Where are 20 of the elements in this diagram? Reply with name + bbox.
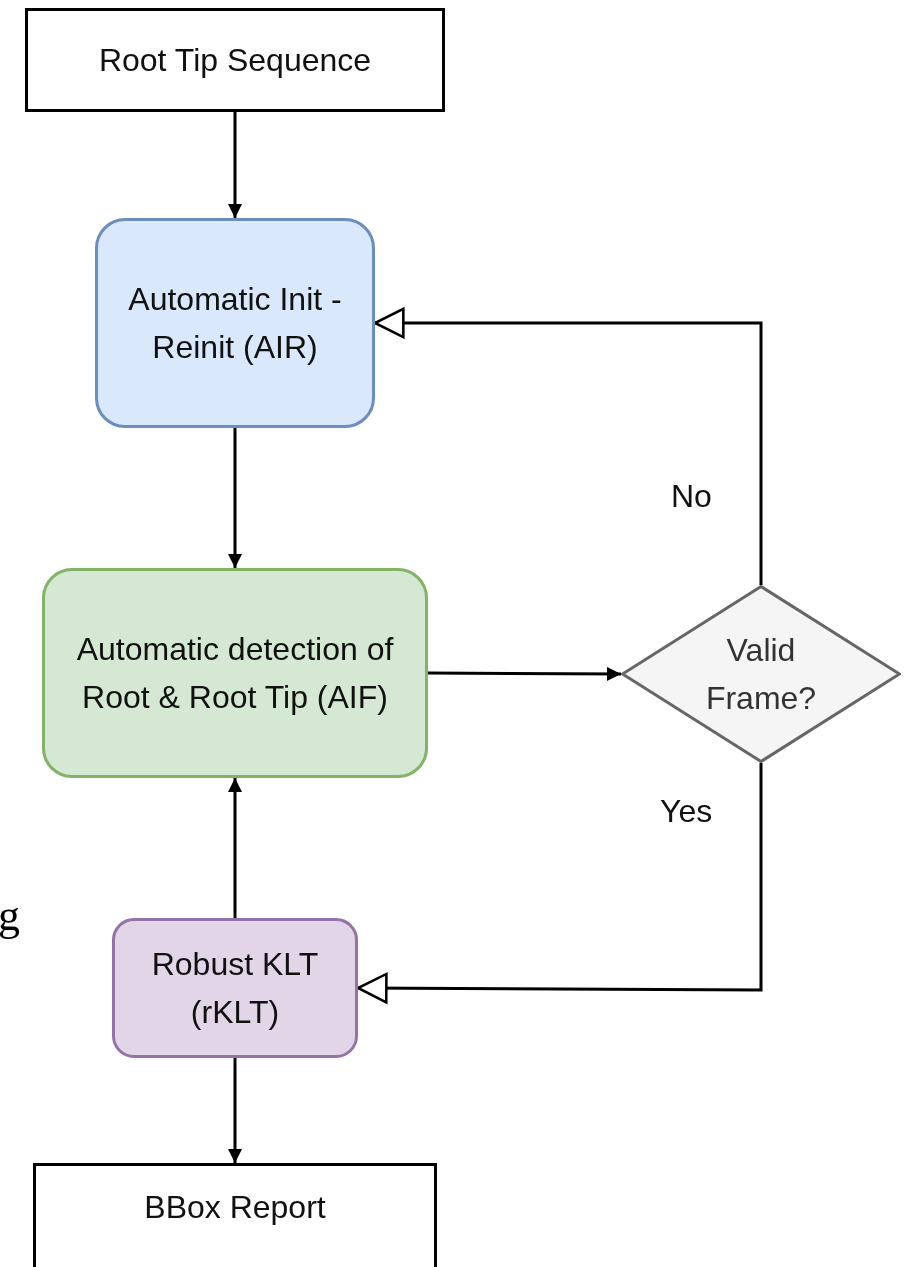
arrow <box>428 666 621 681</box>
node-text: Root Tip Sequence <box>98 41 372 80</box>
text-fragment: g <box>0 890 20 941</box>
decision-diamond <box>621 585 901 763</box>
arrow <box>228 428 242 568</box>
arrow <box>228 112 242 218</box>
process-box <box>25 8 445 112</box>
node-text: BBox Report <box>144 1188 326 1227</box>
node-text: Automatic Init - Reinit (AIR) <box>127 280 343 367</box>
process-box <box>42 568 428 778</box>
arrow <box>228 1058 242 1163</box>
process-box <box>33 1163 437 1267</box>
node-text: Valid Frame? <box>704 631 818 718</box>
arrow <box>228 778 242 918</box>
process-box <box>95 218 375 428</box>
arrow <box>373 307 763 585</box>
arrow <box>356 763 763 1004</box>
process-box <box>112 918 358 1058</box>
node-text: Automatic detection of Root & Root Tip (AIF) <box>75 630 395 717</box>
node-text: Robust KLT (rKLT) <box>150 945 320 1032</box>
